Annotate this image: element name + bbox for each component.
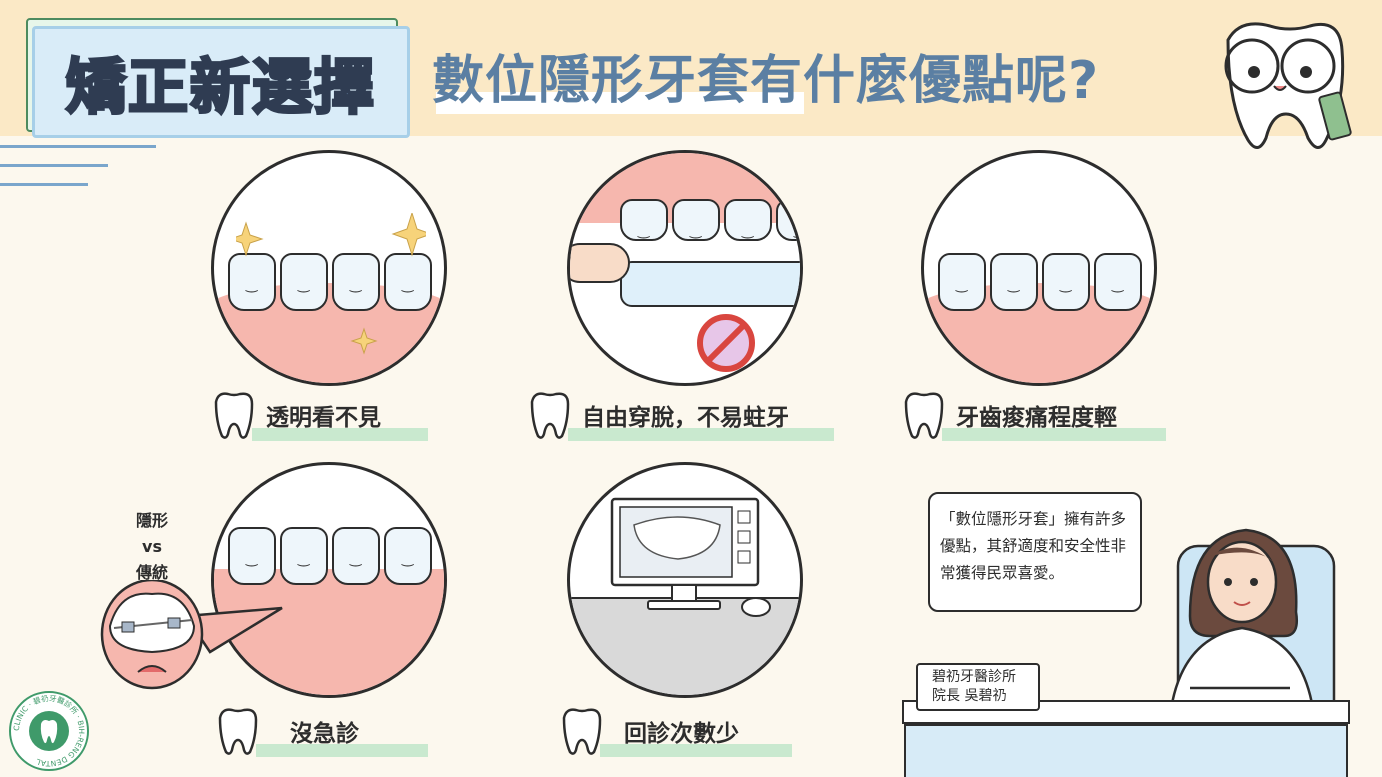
nameplate-director: 院長 吳碧礽: [932, 688, 1007, 704]
decor-lines: [0, 145, 156, 202]
tooth-icon: [562, 708, 602, 755]
speech-text: 「數位隱形牙套」擁有許多優點，其舒適度和安全性非常獲得民眾喜愛。: [940, 510, 1127, 582]
fewer-visits-illustration: [567, 462, 803, 698]
clinic-logo: CLINIC · 碧礽牙醫診所 · BIH-RENG DENTAL: [9, 691, 89, 771]
mild-pain-illustration: [921, 150, 1157, 386]
speech-bubble: 「數位隱形牙套」擁有許多優點，其舒適度和安全性非常獲得民眾喜愛。: [928, 492, 1142, 612]
tooth-icon: [218, 708, 258, 755]
removable-illustration: [567, 150, 803, 386]
headline-highlight: [436, 92, 804, 114]
mascot-tooth-icon: [1224, 22, 1352, 149]
nameplate: 碧礽牙醫診所 院長 吳碧礽: [916, 663, 1040, 711]
headline: 數位隱形牙套有什麼優點呢?: [432, 51, 1100, 111]
comparison-text: 隱形 vs 傳統: [122, 508, 182, 586]
feature-2: 自由穿脫，不易蛀牙: [528, 390, 834, 441]
no-candy-icon: [697, 314, 755, 372]
sparkle-icon: [236, 213, 426, 355]
feature-label: 回診次數少: [624, 721, 739, 747]
tooth-icon: [904, 392, 944, 439]
tooth-icon: [214, 392, 254, 439]
feature-3: 牙齒痠痛程度輕: [902, 390, 1166, 441]
doctor-illustration: [1168, 528, 1336, 716]
no-emergency-illustration: [211, 462, 447, 698]
feature-label: 透明看不見: [266, 405, 381, 431]
feature-1: 透明看不見: [212, 390, 428, 441]
feature-5: 回診次數少: [560, 706, 792, 757]
transparent-illustration: [211, 150, 447, 386]
badge-text: 矯正新選擇: [65, 51, 376, 124]
tooth-icon: [530, 392, 570, 439]
title-badge: 矯正新選擇: [32, 26, 410, 138]
braces-tooth-icon: [100, 580, 283, 690]
feature-label: 自由穿脫，不易蛀牙: [582, 405, 789, 431]
feature-label: 牙齒痠痛程度輕: [956, 405, 1117, 431]
nameplate-clinic: 碧礽牙醫診所: [932, 669, 1016, 685]
desk: [904, 724, 1348, 777]
monitor-icon: [610, 497, 760, 610]
comparison-line3: 傳統: [135, 563, 168, 582]
feature-4: 沒急診: [216, 706, 428, 757]
mouse-icon: [741, 597, 771, 617]
feature-label: 沒急診: [290, 721, 359, 747]
comparison-line2: vs: [142, 537, 162, 556]
comparison-line1: 隱形: [135, 511, 168, 530]
